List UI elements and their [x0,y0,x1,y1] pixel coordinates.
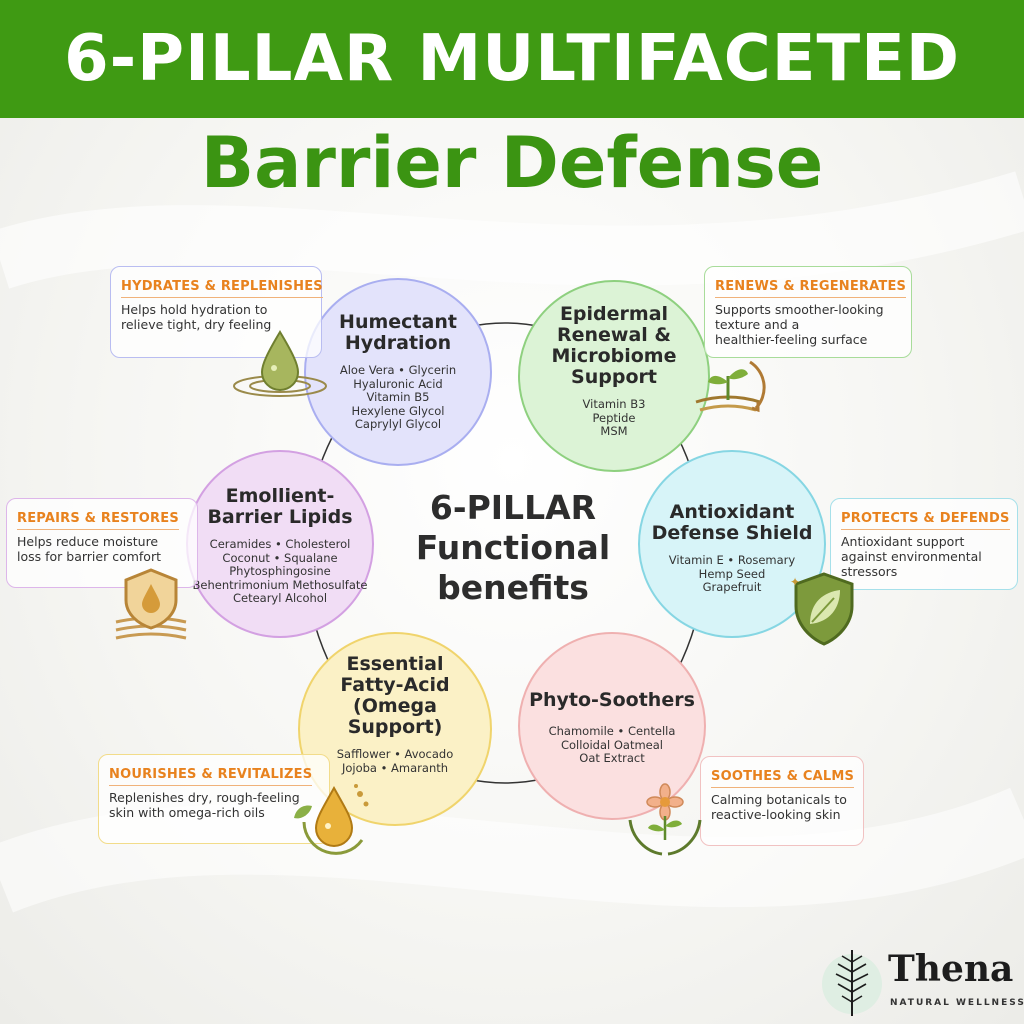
pillar-ingredients: Safflower • Avocado Jojoba • Amaranth [336,747,454,775]
flower-hands-icon [628,783,702,856]
benefit-card-repairs: REPAIRS & RESTORES Helps reduce moisture… [6,498,198,588]
brand-tagline: NATURAL WELLNESS [890,998,1024,1008]
benefit-card-soothes: SOOTHES & CALMS Calming botanicals to re… [700,756,864,846]
brand-logo: Thena NATURAL WELLNESS [822,944,1024,1020]
pillar-ingredients: Ceramides • Cholesterol Coconut • Squala… [192,537,368,605]
pillar-emollient-barrier-lipids: Emollient- Barrier Lipids Ceramides • Ch… [186,450,374,638]
oil-drop-cycle-icon [294,784,369,855]
pillar-title: Antioxidant Defense Shield [651,501,813,544]
benefit-card-protects: PROTECTS & DEFENDS Antioxidant support a… [830,498,1018,590]
pillar-ingredients: Vitamin B3 Peptide MSM [582,397,646,438]
pillar-ingredients: Chamomile • Centella Colloidal Oatmeal O… [548,724,676,765]
shield-drop-icon [115,568,187,640]
pillar-essential-fatty-acid: Essential Fatty-Acid (Omega Support) Saf… [298,632,492,826]
benefit-card-renews: RENEWS & REGENERATES Supports smoother-l… [704,266,912,358]
pillar-title: Humectant Hydration [339,311,457,354]
pillar-humectant-hydration: Humectant Hydration Aloe Vera • Glycerin… [304,278,492,466]
pillar-title: Epidermal Renewal & Microbiome Support [551,303,677,388]
header-banner: 6-PILLAR MULTIFACETED [0,0,1024,118]
pillar-title: Essential Fatty-Acid (Omega Support) [340,653,450,738]
water-drop-icon [233,330,327,397]
leaf-shield-icon: ✦ [790,572,854,646]
benefit-card-nourishes: NOURISHES & REVITALIZES Replenishes dry,… [98,754,330,844]
sprout-renewal-icon [695,360,766,413]
benefit-card-hydrates: HYDRATES & REPLENISHES Helps hold hydrat… [110,266,323,358]
pillar-epidermal-renewal: Epidermal Renewal & Microbiome Support V… [518,280,710,472]
header-title: 6-PILLAR MULTIFACETED [64,22,960,96]
pillar-phyto-soothers: Phyto-Soothers Chamomile • Centella Coll… [518,632,706,820]
fern-leaf-logo-icon [822,950,882,1016]
pillar-title: Emollient- Barrier Lipids [207,485,353,528]
pillar-ingredients: Vitamin E • Rosemary Hemp Seed Grapefrui… [668,553,796,594]
pillar-ingredients: Aloe Vera • Glycerin Hyaluronic Acid Vit… [339,363,457,431]
brand-name: Thena [888,948,1014,990]
pillar-title: Phyto-Soothers [529,689,695,711]
center-heading: 6-PILLAR Functional benefits [415,488,611,607]
header-subtitle: Barrier Defense [200,122,824,204]
svg-text:✦: ✦ [790,575,800,589]
